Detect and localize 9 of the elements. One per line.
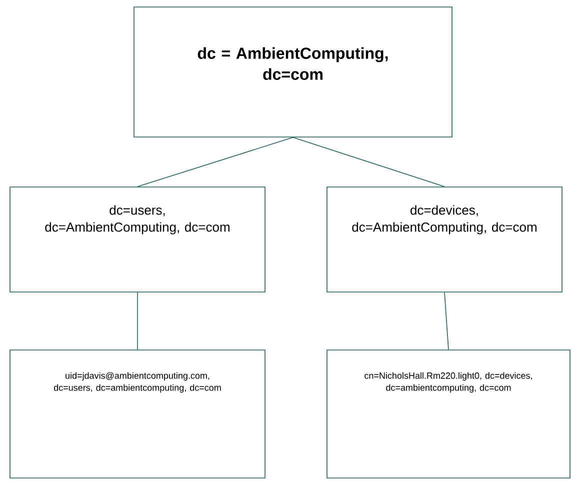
connector-line xyxy=(292,137,445,187)
connector-line xyxy=(137,292,138,350)
connector-line xyxy=(444,292,449,350)
connector-line xyxy=(137,137,294,187)
entry-box: uid=jdavis@ambientcomputing.com, dc=users, dc=ambientcomputing, dc=com xyxy=(10,350,266,478)
entry-box: dc=users, dc=AmbientComputing, dc=com xyxy=(10,186,266,292)
entry-box: cn=NicholsHall.Rm220.light0, dc=devices, dc=ambientcomputing, dc=com xyxy=(326,350,570,478)
entry-box: dc=devices, dc=AmbientComputing, dc=com xyxy=(326,186,562,292)
entry-box: dc = AmbientComputing, dc=com xyxy=(134,6,452,138)
